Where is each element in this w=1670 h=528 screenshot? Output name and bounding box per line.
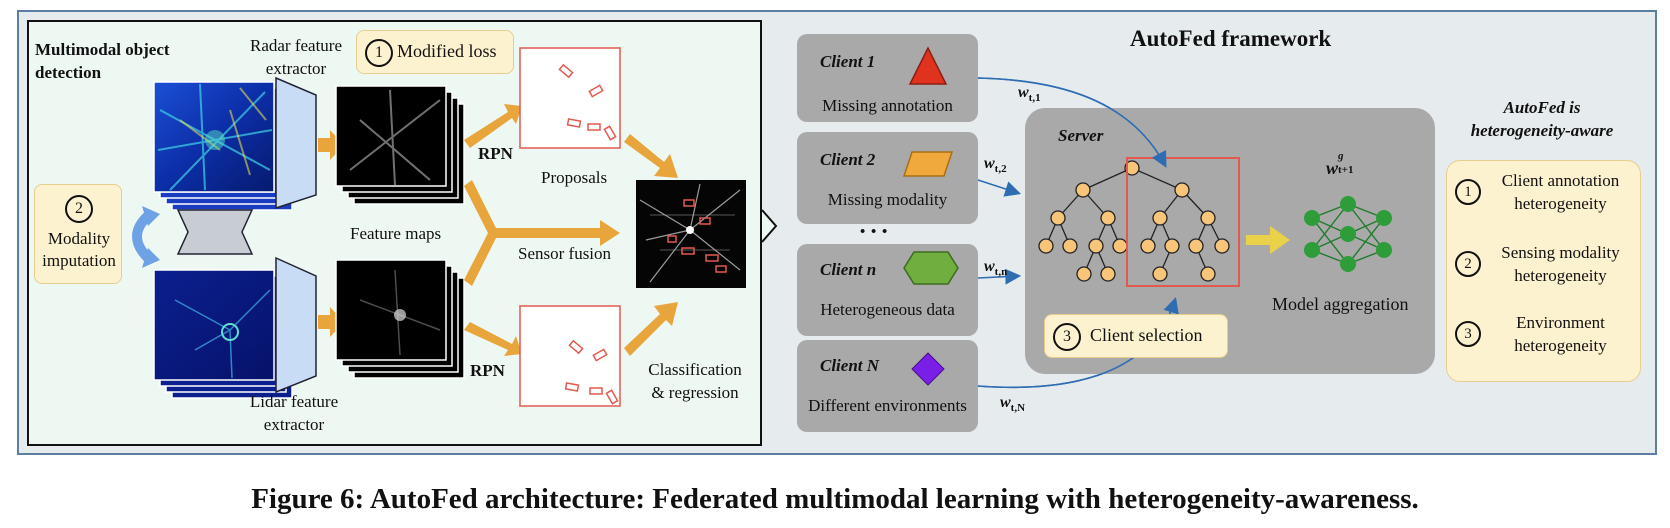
client-n-name: Client n: [820, 260, 877, 279]
feature-maps-bottom: [335, 259, 465, 379]
modality-imputation-pill: 2 Modality imputation: [34, 184, 122, 284]
more-clients-ellipsis: • • •: [860, 224, 889, 240]
framework-title: AutoFed framework: [1130, 26, 1332, 51]
aware-num-1: 1: [1455, 179, 1481, 205]
aware-num-2: 2: [1455, 251, 1481, 277]
client-2-name: Client 2: [820, 150, 876, 169]
client-selection-label: Client selection: [1090, 325, 1203, 345]
weight-label-2: wt,2: [984, 155, 1007, 176]
model-aggregation-label: Model aggregation: [1272, 294, 1409, 314]
aware-title-line2: heterogeneity-aware: [1470, 121, 1614, 140]
radar-extractor-label-1: Radar feature: [249, 36, 343, 55]
figure-caption: Figure 6: AutoFed architecture: Federate…: [251, 483, 1419, 515]
lidar-extractor-block: [275, 256, 317, 394]
modified-loss-label: Modified loss: [397, 41, 497, 61]
panel-title-line2: detection: [35, 63, 102, 82]
client-N-desc: Different environments: [808, 396, 967, 415]
aware-item-1-line2: heterogeneity: [1514, 194, 1607, 213]
aware-list: 1 Client annotation heterogeneity 2 Sens…: [1446, 160, 1641, 382]
weight-label-n: wt,n: [984, 258, 1008, 279]
client-1-card: Client 1 Missing annotation: [797, 34, 978, 122]
number-two-badge: 2: [65, 195, 93, 223]
client-N-card: Client N Different environments: [797, 340, 978, 432]
server-label: Server: [1058, 126, 1104, 145]
weight-label-1: wt,1: [1018, 84, 1041, 105]
modality-label-1: Modality: [47, 229, 111, 248]
panel-title-line1: Multimodal object: [35, 40, 170, 59]
lidar-extractor-label-2: extractor: [263, 415, 325, 434]
callout-notch: [761, 209, 778, 243]
aware-item-2-line2: heterogeneity: [1514, 266, 1607, 285]
client-selection-pill: 3 Client selection: [1044, 314, 1228, 358]
modality-label-2: imputation: [42, 251, 116, 270]
classification-label-1: Classification: [648, 360, 742, 379]
imputation-block: [176, 209, 254, 255]
client-2-card: Client 2 Missing modality: [797, 132, 978, 224]
lidar-extractor-label-1: Lidar feature: [249, 392, 339, 411]
radar-map-stack: [153, 81, 293, 211]
modified-loss-pill: 1 Modified loss: [356, 30, 514, 74]
aware-item-2-line1: Sensing modality: [1501, 243, 1620, 262]
client-2-desc: Missing modality: [827, 190, 948, 209]
client-1-desc: Missing annotation: [822, 96, 953, 115]
client-N-name: Client N: [820, 356, 880, 375]
lidar-map-stack: [153, 269, 293, 399]
client-n-card: Client n Heterogeneous data: [797, 244, 978, 336]
aware-num-3: 3: [1455, 321, 1481, 347]
sensor-fusion-arrow: [464, 180, 620, 286]
feature-maps-label: Feature maps: [350, 224, 442, 243]
rpn-top-label: RPN: [478, 144, 513, 163]
weight-label-N: wt,N: [1000, 394, 1026, 415]
radar-extractor-label-2: extractor: [265, 59, 327, 78]
detection-output-image: [636, 180, 746, 288]
aware-item-3-line2: heterogeneity: [1514, 336, 1607, 355]
proposals-box-top: [519, 47, 621, 149]
sensor-fusion-label: Sensor fusion: [518, 244, 612, 263]
aware-item-3-line1: Environment: [1516, 313, 1605, 332]
proposals-label: Proposals: [541, 168, 608, 187]
client-n-desc: Heterogeneous data: [820, 300, 955, 319]
classification-label-2: & regression: [651, 383, 739, 402]
rpn-bottom-label: RPN: [470, 361, 505, 380]
radar-extractor-block: [275, 76, 317, 210]
feature-maps-top: [335, 85, 465, 205]
aware-title-line1: AutoFed is: [1503, 98, 1581, 117]
client-1-name: Client 1: [820, 52, 876, 71]
aware-item-1-line1: Client annotation: [1501, 171, 1620, 190]
number-three-badge: 3: [1053, 323, 1081, 351]
number-one-badge: 1: [365, 39, 393, 67]
